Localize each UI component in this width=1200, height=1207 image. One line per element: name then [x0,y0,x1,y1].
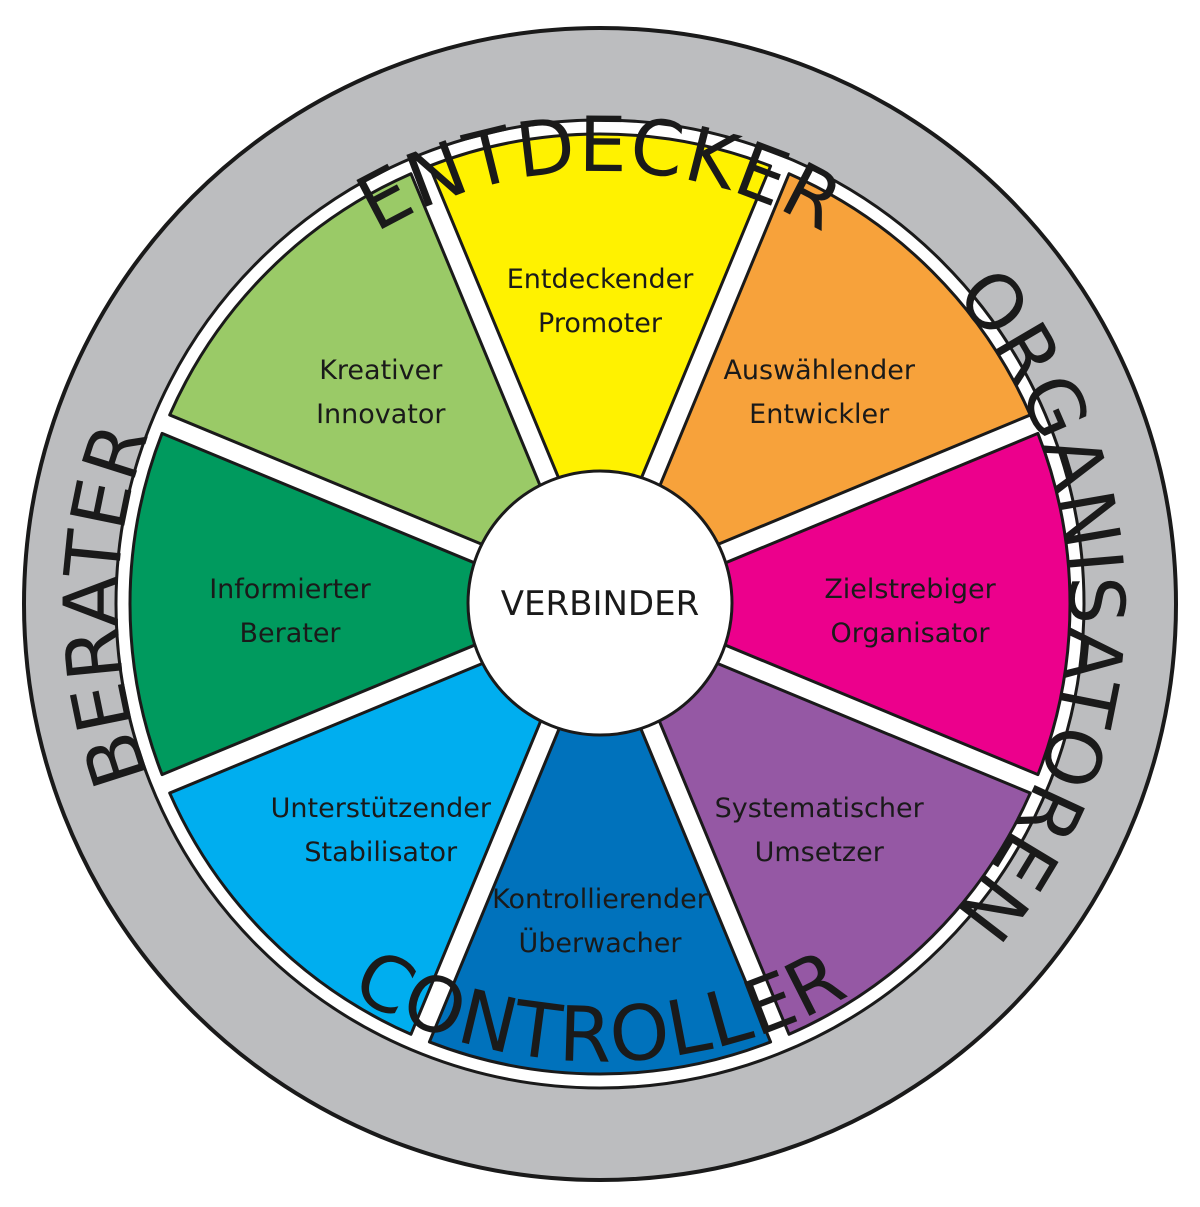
segment-label-line2: Stabilisator [304,837,458,868]
segment-label-line2: Promoter [538,308,663,339]
segment-label-line1: Zielstrebiger [824,574,996,605]
segment-label-line2: Entwickler [749,399,890,430]
segment-label-line2: Umsetzer [755,837,885,868]
segment-label-line2: Organisator [831,618,991,649]
segment-label-line2: Überwacher [519,927,683,959]
center-label: VERBINDER [501,584,699,624]
segment-label-line1: Kreativer [319,355,443,386]
segment-label-line1: Systematischer [715,793,925,824]
segment-label-line2: Innovator [316,399,446,430]
center-circle [466,469,734,737]
segment-label-line1: Informierter [209,574,371,605]
segment-label-line1: Entdeckender [507,264,695,295]
segment-label-line1: Unterstützender [271,793,492,824]
segment-label-line1: Kontrollierender [492,884,709,915]
segment-label-line2: Berater [239,618,341,649]
segment-label-line1: Auswählender [723,355,915,386]
